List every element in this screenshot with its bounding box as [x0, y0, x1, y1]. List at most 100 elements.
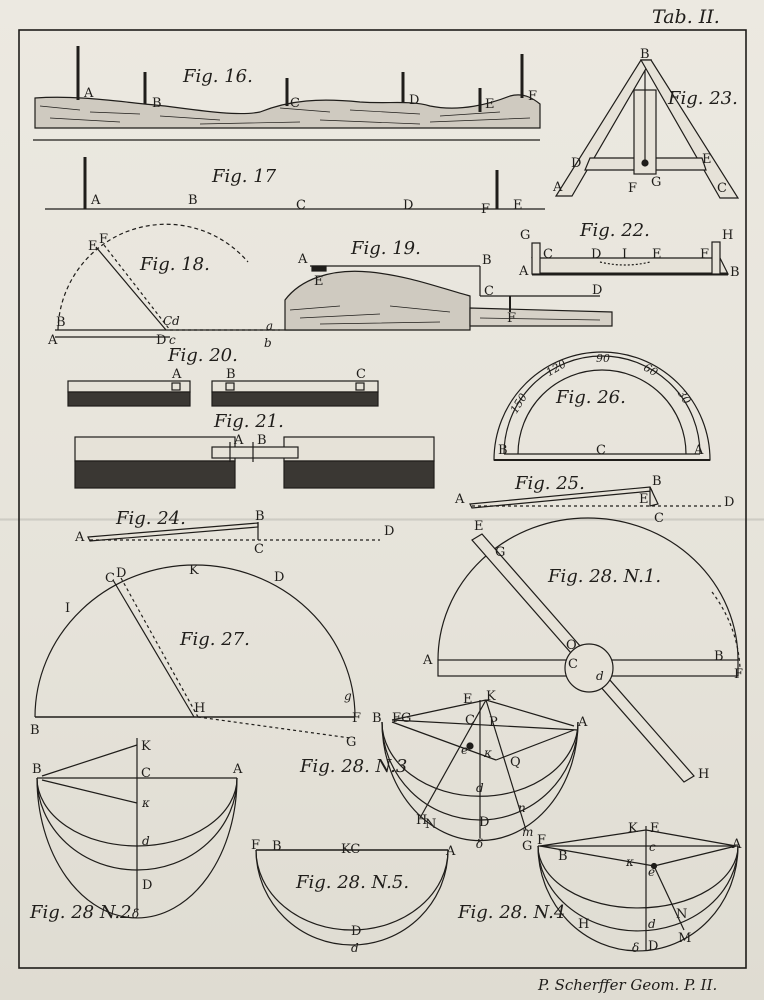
fig28n2-label-a: A — [232, 762, 243, 777]
fig20-caption: Fig. 20. — [167, 345, 238, 366]
fig28n3-chord — [391, 719, 579, 731]
fig16-caption: Fig. 16. — [182, 66, 253, 87]
figure-28-n1: Fig. 28. N.1. E G A B F O C d H — [422, 517, 743, 783]
fig18-label-c-small: c — [169, 333, 176, 347]
fig19-label-f: F — [507, 311, 516, 326]
fig18-caption: Fig. 18. — [139, 254, 210, 275]
terrain-hill — [34, 94, 541, 129]
fig27-label-b: B — [30, 723, 40, 738]
fig26-scale-ring-inner — [517, 369, 687, 455]
fig28n3-label-p: P — [489, 715, 498, 730]
terrain-hatching — [39, 105, 531, 125]
fig22-bubble — [599, 261, 651, 266]
fig25-label-c: C — [654, 511, 664, 526]
fig23-leg-right — [639, 59, 740, 199]
fig28n3-label-d-small: d — [476, 781, 484, 795]
fig20-beam-right-side — [211, 391, 379, 407]
fig28n3-caption: Fig. 28. N.3 — [299, 756, 407, 777]
plate-credit: P. Scherffer Geom. P. II. — [537, 976, 717, 994]
fig28n3-label-c: C — [465, 713, 475, 728]
fig28n5-arc-1 — [255, 849, 449, 931]
fig28n1-label-d: d — [596, 669, 604, 683]
fig27-ray — [112, 579, 195, 718]
fig20-sight-c — [355, 382, 365, 391]
fig28n4-arc-2 — [537, 845, 739, 932]
fig28n4-line-be — [539, 845, 655, 867]
figure-24: Fig. 24. A B C D — [74, 508, 394, 557]
fig28n5-arc-2 — [255, 849, 449, 946]
fig27-label-g: G — [346, 735, 356, 750]
fig28n3-label-k: K — [486, 689, 496, 704]
fig16-label-e: E — [485, 97, 495, 112]
fig28n5-caption: Fig. 28. N.5. — [295, 872, 409, 893]
fig24-label-a: A — [74, 530, 85, 545]
fig19-label-d: D — [592, 283, 602, 298]
fig28n4-arc-1 — [537, 845, 739, 909]
fig20-label-c: C — [356, 367, 366, 382]
fig27-label-f: F — [352, 711, 361, 726]
fig28n3-line-bk — [391, 699, 487, 721]
page-fold — [0, 518, 764, 521]
fig28n4-label-a: A — [731, 837, 742, 852]
fig23-label-g: G — [651, 175, 661, 190]
fig27-label-c: C — [105, 571, 115, 586]
fig28n3-label-delta: δ — [476, 837, 483, 851]
fig26-tick-120: 120 — [544, 357, 569, 379]
fig28n3-label-kappa: κ — [483, 746, 492, 760]
figure-16: Fig. 16. A B C D E F — [33, 46, 541, 141]
fig26-outer-arc — [493, 351, 711, 461]
fig22-label-e: E — [652, 247, 662, 262]
fig23-label-f: F — [628, 181, 637, 196]
fig20-sight-a — [171, 382, 181, 391]
fig18-label-c: C — [163, 314, 172, 328]
fig18-label-a: A — [47, 333, 58, 348]
fig23-caption: Fig. 23. — [667, 88, 738, 109]
fig18-label-d: D — [156, 333, 166, 348]
fig28n1-label-f: F — [734, 667, 743, 682]
fig28n3-line-bq — [391, 721, 497, 761]
fig28n4-label-kappa: κ — [625, 855, 634, 869]
fig28n4-label-m: M — [678, 931, 691, 946]
fig28n3-line-qa — [495, 729, 575, 761]
fig20-label-b: B — [226, 367, 236, 382]
fig18-arc — [57, 223, 249, 331]
fig28n1-label-a: A — [422, 653, 433, 668]
fig28n4-label-e: E — [650, 821, 660, 836]
fig17-label-b: B — [188, 193, 198, 208]
fig24-label-b: B — [255, 509, 265, 524]
fig22-label-g: G — [520, 228, 530, 243]
fig16-label-f: F — [528, 89, 537, 104]
figure-26: Fig. 26. 150 120 90 60 30 B C A — [493, 351, 711, 461]
fig28n5-label-d: D — [351, 924, 361, 939]
fig28n1-label-h: H — [698, 767, 709, 782]
fig28n2-caption: Fig. 28 N.2 — [29, 902, 132, 923]
fig28n2-label-delta: δ — [132, 907, 139, 921]
fig28n3-arc-3 — [381, 721, 579, 842]
fig27-label-d: D — [116, 566, 126, 581]
fig19-label-b: B — [482, 253, 492, 268]
fig28n4-label-n: N — [676, 907, 687, 922]
fig22-label-i: I — [622, 247, 627, 262]
fig27-label-k: K — [189, 563, 199, 578]
figure-28-n5: Fig. 28. N.5. F B KC A D d — [251, 838, 456, 955]
fig28n3-label-a: A — [577, 715, 588, 730]
fig28n1-hub — [564, 643, 614, 693]
figure-20: Fig. 20. A B C — [67, 345, 379, 407]
fig19-hatching — [289, 305, 601, 325]
fig23-label-b: B — [640, 47, 650, 62]
fig22-sight-h — [711, 241, 721, 275]
fig17-caption: Fig. 17 — [211, 166, 277, 187]
fig28n1-label-b: B — [714, 649, 724, 664]
fig17-label-a: A — [90, 193, 101, 208]
fig21-label-a: A — [233, 433, 244, 448]
fig28n3-line-kh — [419, 699, 487, 819]
fig23-label-c: C — [717, 181, 727, 196]
fig28n3-label-n-cap: N — [425, 817, 436, 832]
fig28n2-label-c: C — [141, 766, 151, 781]
fig24-label-c: C — [254, 542, 264, 557]
fig16-label-a: A — [83, 86, 94, 101]
fig28n1-label-e: E — [474, 519, 484, 534]
fig28n1-label-g: G — [495, 545, 505, 560]
plate-border — [18, 29, 747, 969]
fig22-label-c: C — [543, 247, 553, 262]
